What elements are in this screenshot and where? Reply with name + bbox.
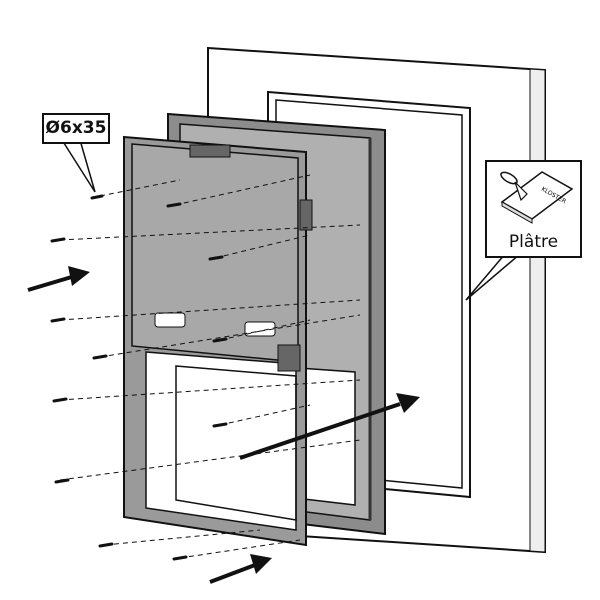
flap-inner-frame [175, 365, 297, 521]
direction-arrows [27, 266, 420, 584]
screw-callout-pointer [61, 139, 96, 193]
flap-opening [145, 351, 297, 531]
wall-side [529, 68, 546, 553]
screw-spec-label: Ø6x35 [42, 113, 110, 144]
flap-latch [277, 344, 301, 372]
material-callout: KLOSTER Plâtre [485, 160, 582, 258]
plaster-bag-icon: KLOSTER [500, 171, 574, 224]
flap-slot-left [154, 312, 186, 328]
flap-hinge [189, 144, 231, 158]
material-name: Plâtre [508, 232, 559, 252]
flap-clip [299, 199, 313, 231]
material-callout-pointer [465, 253, 521, 301]
screws [50, 174, 361, 561]
